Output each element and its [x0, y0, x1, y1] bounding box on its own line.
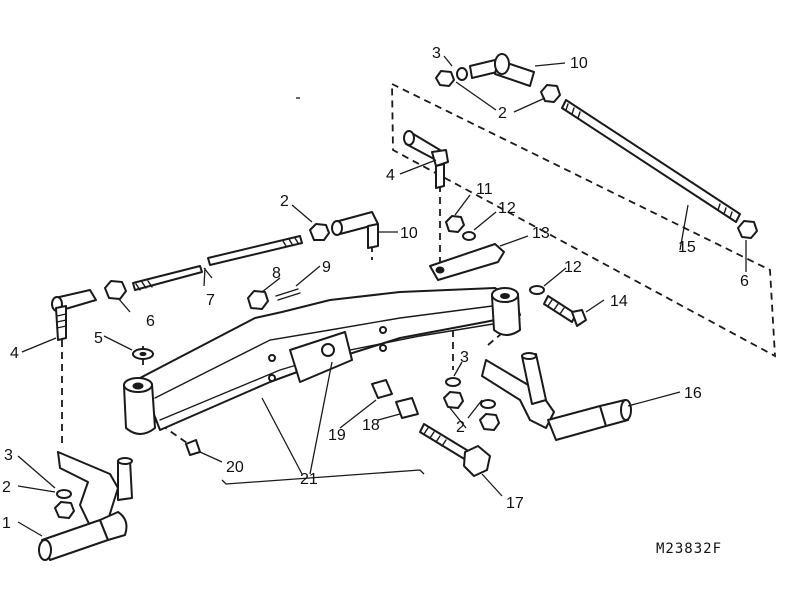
callout-1: 1	[2, 515, 11, 532]
callout-11: 11	[476, 181, 493, 198]
callout-21: 21	[300, 471, 318, 488]
callout-6-left: 6	[146, 313, 155, 330]
upper-tie-rod-end	[403, 130, 449, 189]
nut-11	[445, 215, 465, 233]
steering-arm-hole	[435, 266, 445, 274]
bolt-14	[543, 295, 587, 327]
bolt-top	[469, 59, 498, 79]
bushing-18	[395, 397, 419, 419]
callout-17: 17	[506, 495, 524, 512]
callout-12-upper: 12	[498, 200, 516, 217]
callout-labels: 1 2 3 4 5 6 7 8 9 2 10 4 11 12 13 12 14 …	[2, 45, 749, 532]
right-spindle-16	[481, 352, 632, 441]
front-axle-assembly	[123, 287, 521, 435]
nut-8	[247, 290, 269, 310]
left-washer	[56, 489, 72, 499]
nut-2-top	[540, 84, 561, 103]
callout-13: 13	[532, 225, 550, 242]
tie-rod-nut-right	[309, 223, 330, 241]
left-tie-rod-end	[51, 289, 97, 341]
callout-6-right: 6	[740, 273, 749, 290]
callout-3-top: 3	[432, 45, 441, 62]
left-nut	[54, 501, 75, 519]
callout-15: 15	[678, 239, 696, 256]
pivot-bolt-17	[419, 423, 491, 477]
callout-3-right: 3	[460, 349, 469, 366]
washer-12-upper	[462, 231, 476, 241]
middle-tie-rod-end	[331, 211, 379, 249]
leader-lines	[17, 55, 747, 537]
right-washer-2	[480, 399, 496, 409]
nut-3-top	[435, 70, 455, 87]
nut-6-right	[737, 220, 758, 239]
callout-16: 16	[684, 385, 702, 402]
callout-8: 8	[272, 265, 281, 282]
drag-link-15	[561, 99, 741, 223]
grease-fitting-20	[185, 439, 201, 456]
callout-10-mid: 10	[400, 225, 418, 242]
callout-20: 20	[226, 459, 244, 476]
callout-14: 14	[610, 293, 628, 310]
washer-5-hole	[139, 351, 147, 357]
callout-7: 7	[206, 292, 215, 309]
washer-top	[456, 67, 468, 81]
rod-end-10-top-eye	[494, 53, 510, 75]
right-nut-3	[443, 391, 464, 409]
right-nut-2	[479, 413, 500, 431]
figure-id: M23832F	[656, 541, 722, 557]
left-spindle	[38, 451, 133, 561]
callout-2-top: 2	[498, 105, 507, 122]
callout-19: 19	[328, 427, 346, 444]
assembly-line	[487, 317, 521, 346]
right-washer-3	[445, 377, 461, 387]
steering-arm-13	[429, 243, 505, 281]
callout-4-upper: 4	[386, 167, 395, 184]
washer-12-lower	[529, 285, 545, 295]
callout-18: 18	[362, 417, 380, 434]
grease-fitting-9	[275, 288, 301, 301]
bushing-19	[371, 379, 393, 399]
callout-12-lower: 12	[564, 259, 582, 276]
assembly-boundary-dashed	[391, 82, 776, 358]
callout-4-left: 4	[10, 345, 19, 362]
callout-9: 9	[322, 259, 331, 276]
callout-3-left: 3	[4, 447, 13, 464]
callout-2-left: 2	[2, 479, 11, 496]
assembly-line	[150, 417, 191, 446]
callout-10-top: 10	[570, 55, 588, 72]
callout-2-upper: 2	[280, 193, 289, 210]
callout-5: 5	[94, 330, 103, 347]
tie-rod-nut-left	[104, 280, 127, 300]
tie-rod	[132, 235, 303, 291]
callout-2-lower-right: 2	[456, 419, 465, 436]
